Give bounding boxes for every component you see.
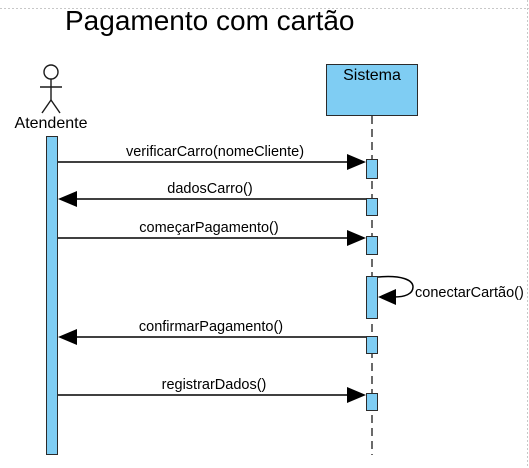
arrow-head-right-icon [347, 154, 366, 170]
participant-activation-box [366, 159, 378, 179]
message-label: começarPagamento() [139, 220, 278, 236]
participant-activation-box [366, 336, 378, 354]
arrow-head-left-icon [58, 191, 77, 207]
arrow-head-left-icon [58, 329, 77, 345]
actor-head [43, 64, 59, 80]
message-confirmar-pagamento: confirmarPagamento() [58, 319, 366, 345]
message-label: confirmarPagamento() [139, 319, 283, 335]
message-conectar-cartao: conectarCartão() [377, 275, 524, 305]
message-dados-carro: dadosCarro() [58, 181, 366, 207]
arrow-head-right-icon [347, 230, 366, 246]
arrow-head-left-icon [378, 289, 396, 305]
message-label: registrarDados() [162, 377, 267, 393]
message-verificar-carro: verificarCarro(nomeCliente) [58, 144, 366, 170]
message-registrar-dados: registrarDados() [58, 377, 366, 403]
participant-box [326, 64, 418, 116]
actor-label: Atendente [15, 115, 88, 132]
actor-right-leg [50, 99, 61, 114]
message-label: dadosCarro() [167, 181, 252, 197]
participant-label: Sistema [343, 67, 401, 84]
self-message-loop [377, 275, 414, 298]
message-label: conectarCartão() [415, 285, 524, 301]
message-label: verificarCarro(nomeCliente) [126, 144, 304, 160]
actor-stick-figure-icon [40, 64, 62, 114]
arrow-head-right-icon [347, 387, 366, 403]
participant-activation-box [366, 393, 378, 411]
actor-left-leg [41, 99, 52, 114]
participant-activation-box [366, 276, 378, 319]
participant-activation-box [366, 198, 378, 216]
diagram-title: Pagamento com cartão [65, 5, 355, 36]
participant-activation-box [366, 236, 378, 255]
message-comecar-pagamento: começarPagamento() [58, 220, 366, 246]
actor-activation-bar [46, 136, 58, 455]
